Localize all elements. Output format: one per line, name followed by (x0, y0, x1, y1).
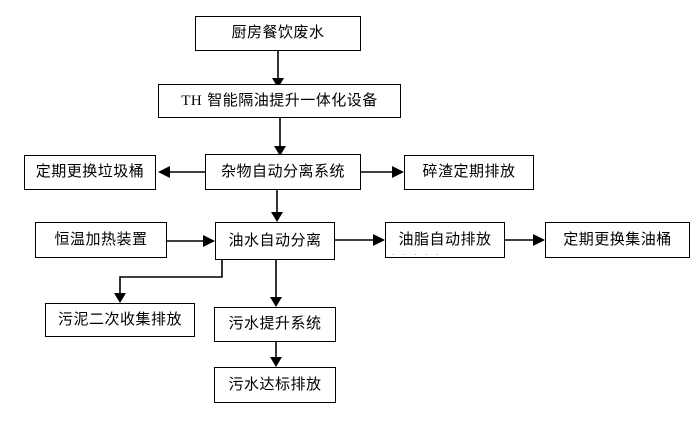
node-label: 污水达标排放 (228, 375, 322, 393)
edge-debris-separator-to-oil-water-separator (271, 190, 283, 222)
node-sludge-secondary-collection-discharge[interactable]: 污泥二次收集排放 (45, 303, 195, 337)
node-label: 恒温加热装置 (54, 230, 148, 248)
node-slag-periodic-discharge[interactable]: 碎渣定期排放 (404, 155, 534, 190)
scan-artifact-dots: . . . . . (392, 247, 442, 257)
node-label: 污水提升系统 (228, 315, 322, 333)
edge-debris-separator-to-trash-bin (158, 166, 205, 178)
edge-oil-water-separator-to-grease-discharge (335, 234, 385, 246)
node-th-oil-separation-equipment[interactable]: TH 智能隔油提升一体化设备 (158, 84, 401, 118)
node-oil-water-auto-separation[interactable]: 油水自动分离 (215, 222, 335, 260)
edge-oil-water-separator-to-sewage-lift (270, 260, 282, 307)
node-label-lead: TH (181, 92, 203, 109)
node-grease-auto-discharge[interactable]: 油脂自动排放 (385, 222, 505, 258)
edge-sewage-lift-to-compliant-discharge (270, 342, 282, 367)
node-sewage-lift-system[interactable]: 污水提升系统 (214, 307, 336, 342)
node-periodic-oil-barrel-replacement[interactable]: 定期更换集油桶 (545, 222, 690, 258)
edge-oil-water-separator-to-sludge-collection (114, 260, 223, 303)
node-label: 智能隔油提升一体化设备 (207, 91, 378, 109)
node-label: 碎渣定期排放 (422, 163, 516, 181)
node-kitchen-wastewater[interactable]: 厨房餐饮废水 (195, 16, 361, 51)
edge-grease-discharge-to-oil-barrel (505, 234, 545, 246)
node-constant-temp-heating-device[interactable]: 恒温加热装置 (35, 222, 167, 258)
node-debris-auto-separation-system[interactable]: 杂物自动分离系统 (205, 154, 361, 190)
edge-debris-separator-to-slag-discharge (361, 166, 404, 178)
edge-wastewater-to-th-equipment (272, 51, 284, 88)
node-label: 油水自动分离 (228, 231, 322, 249)
node-periodic-trash-bin-replacement[interactable]: 定期更换垃圾桶 (24, 155, 156, 190)
node-label: 定期更换集油桶 (563, 230, 672, 248)
node-label: 厨房餐饮废水 (231, 24, 325, 42)
edge-heater-to-oil-water-separator (167, 235, 215, 247)
node-compliant-sewage-discharge[interactable]: 污水达标排放 (214, 367, 336, 403)
node-label: 油脂自动排放 (398, 230, 492, 248)
node-label: 污泥二次收集排放 (57, 310, 182, 328)
edge-th-equipment-to-debris-separator (274, 118, 286, 156)
node-label: 定期更换垃圾桶 (35, 163, 145, 181)
node-label: 杂物自动分离系统 (220, 162, 345, 180)
